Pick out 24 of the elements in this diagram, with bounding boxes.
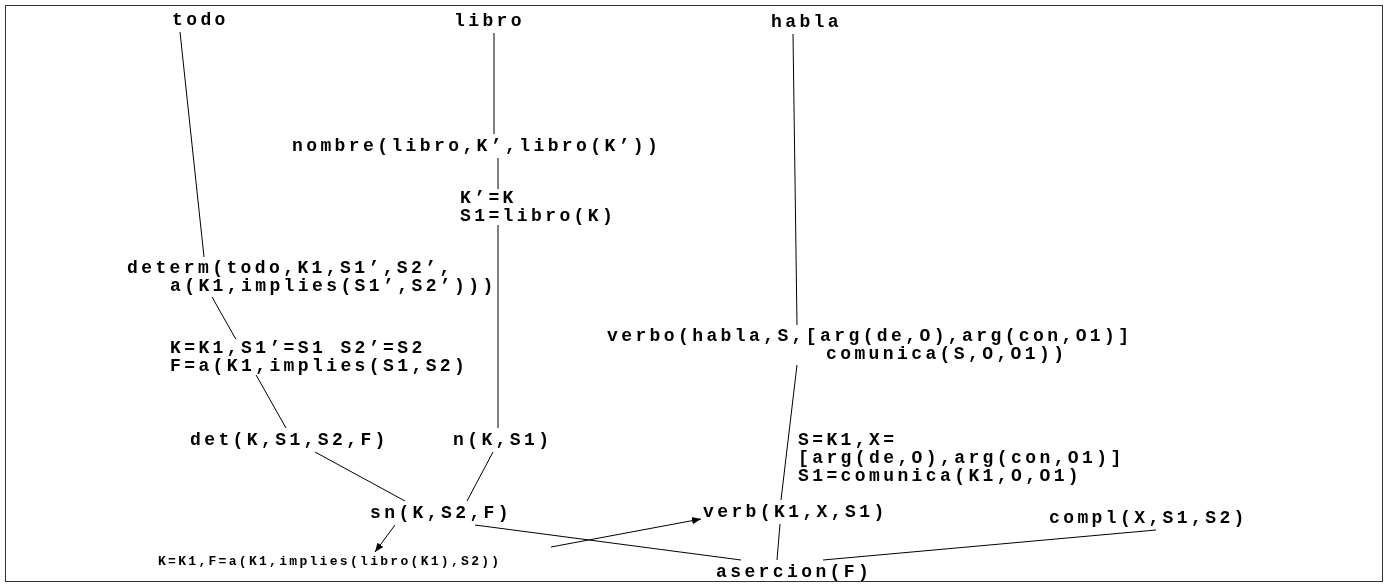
- term-label: habla: [771, 12, 842, 32]
- connector-line: [493, 32, 495, 135]
- term-label: verb(K1,X,S1): [703, 502, 888, 522]
- term-label: compl(X,S1,S2): [1049, 508, 1248, 528]
- arrow: [374, 524, 396, 553]
- connector-line: [474, 524, 742, 561]
- term-label: det(K,S1,S2,F): [190, 430, 389, 450]
- term-label: todo: [172, 10, 229, 30]
- connector-line: [780, 364, 798, 501]
- connector-line: [792, 33, 798, 326]
- term-label: n(K,S1): [453, 430, 553, 450]
- connector-line: [776, 523, 781, 561]
- term-label: asercion(F): [716, 562, 873, 582]
- connector-line: [314, 451, 406, 502]
- connector-line: [179, 31, 205, 258]
- connector-line: [822, 529, 1157, 561]
- term-label: determ(todo,K1,S1’,S2’, a(K1,implies(S1’,S2’))): [127, 259, 510, 295]
- term-label: sn(K,S2,F): [370, 503, 513, 523]
- term-label: nombre(libro,K’,libro(K’)): [292, 136, 662, 156]
- term-label: K=K1,F=a(K1,implies(libro(K1),S2)): [158, 554, 502, 570]
- arrow: [550, 517, 702, 548]
- connector-line: [466, 451, 494, 502]
- term-label: libro: [454, 11, 525, 31]
- term-label: verbo(habla,S,[arg(de,O),arg(con,O1)] comunica(S,O,O1)): [607, 327, 1156, 363]
